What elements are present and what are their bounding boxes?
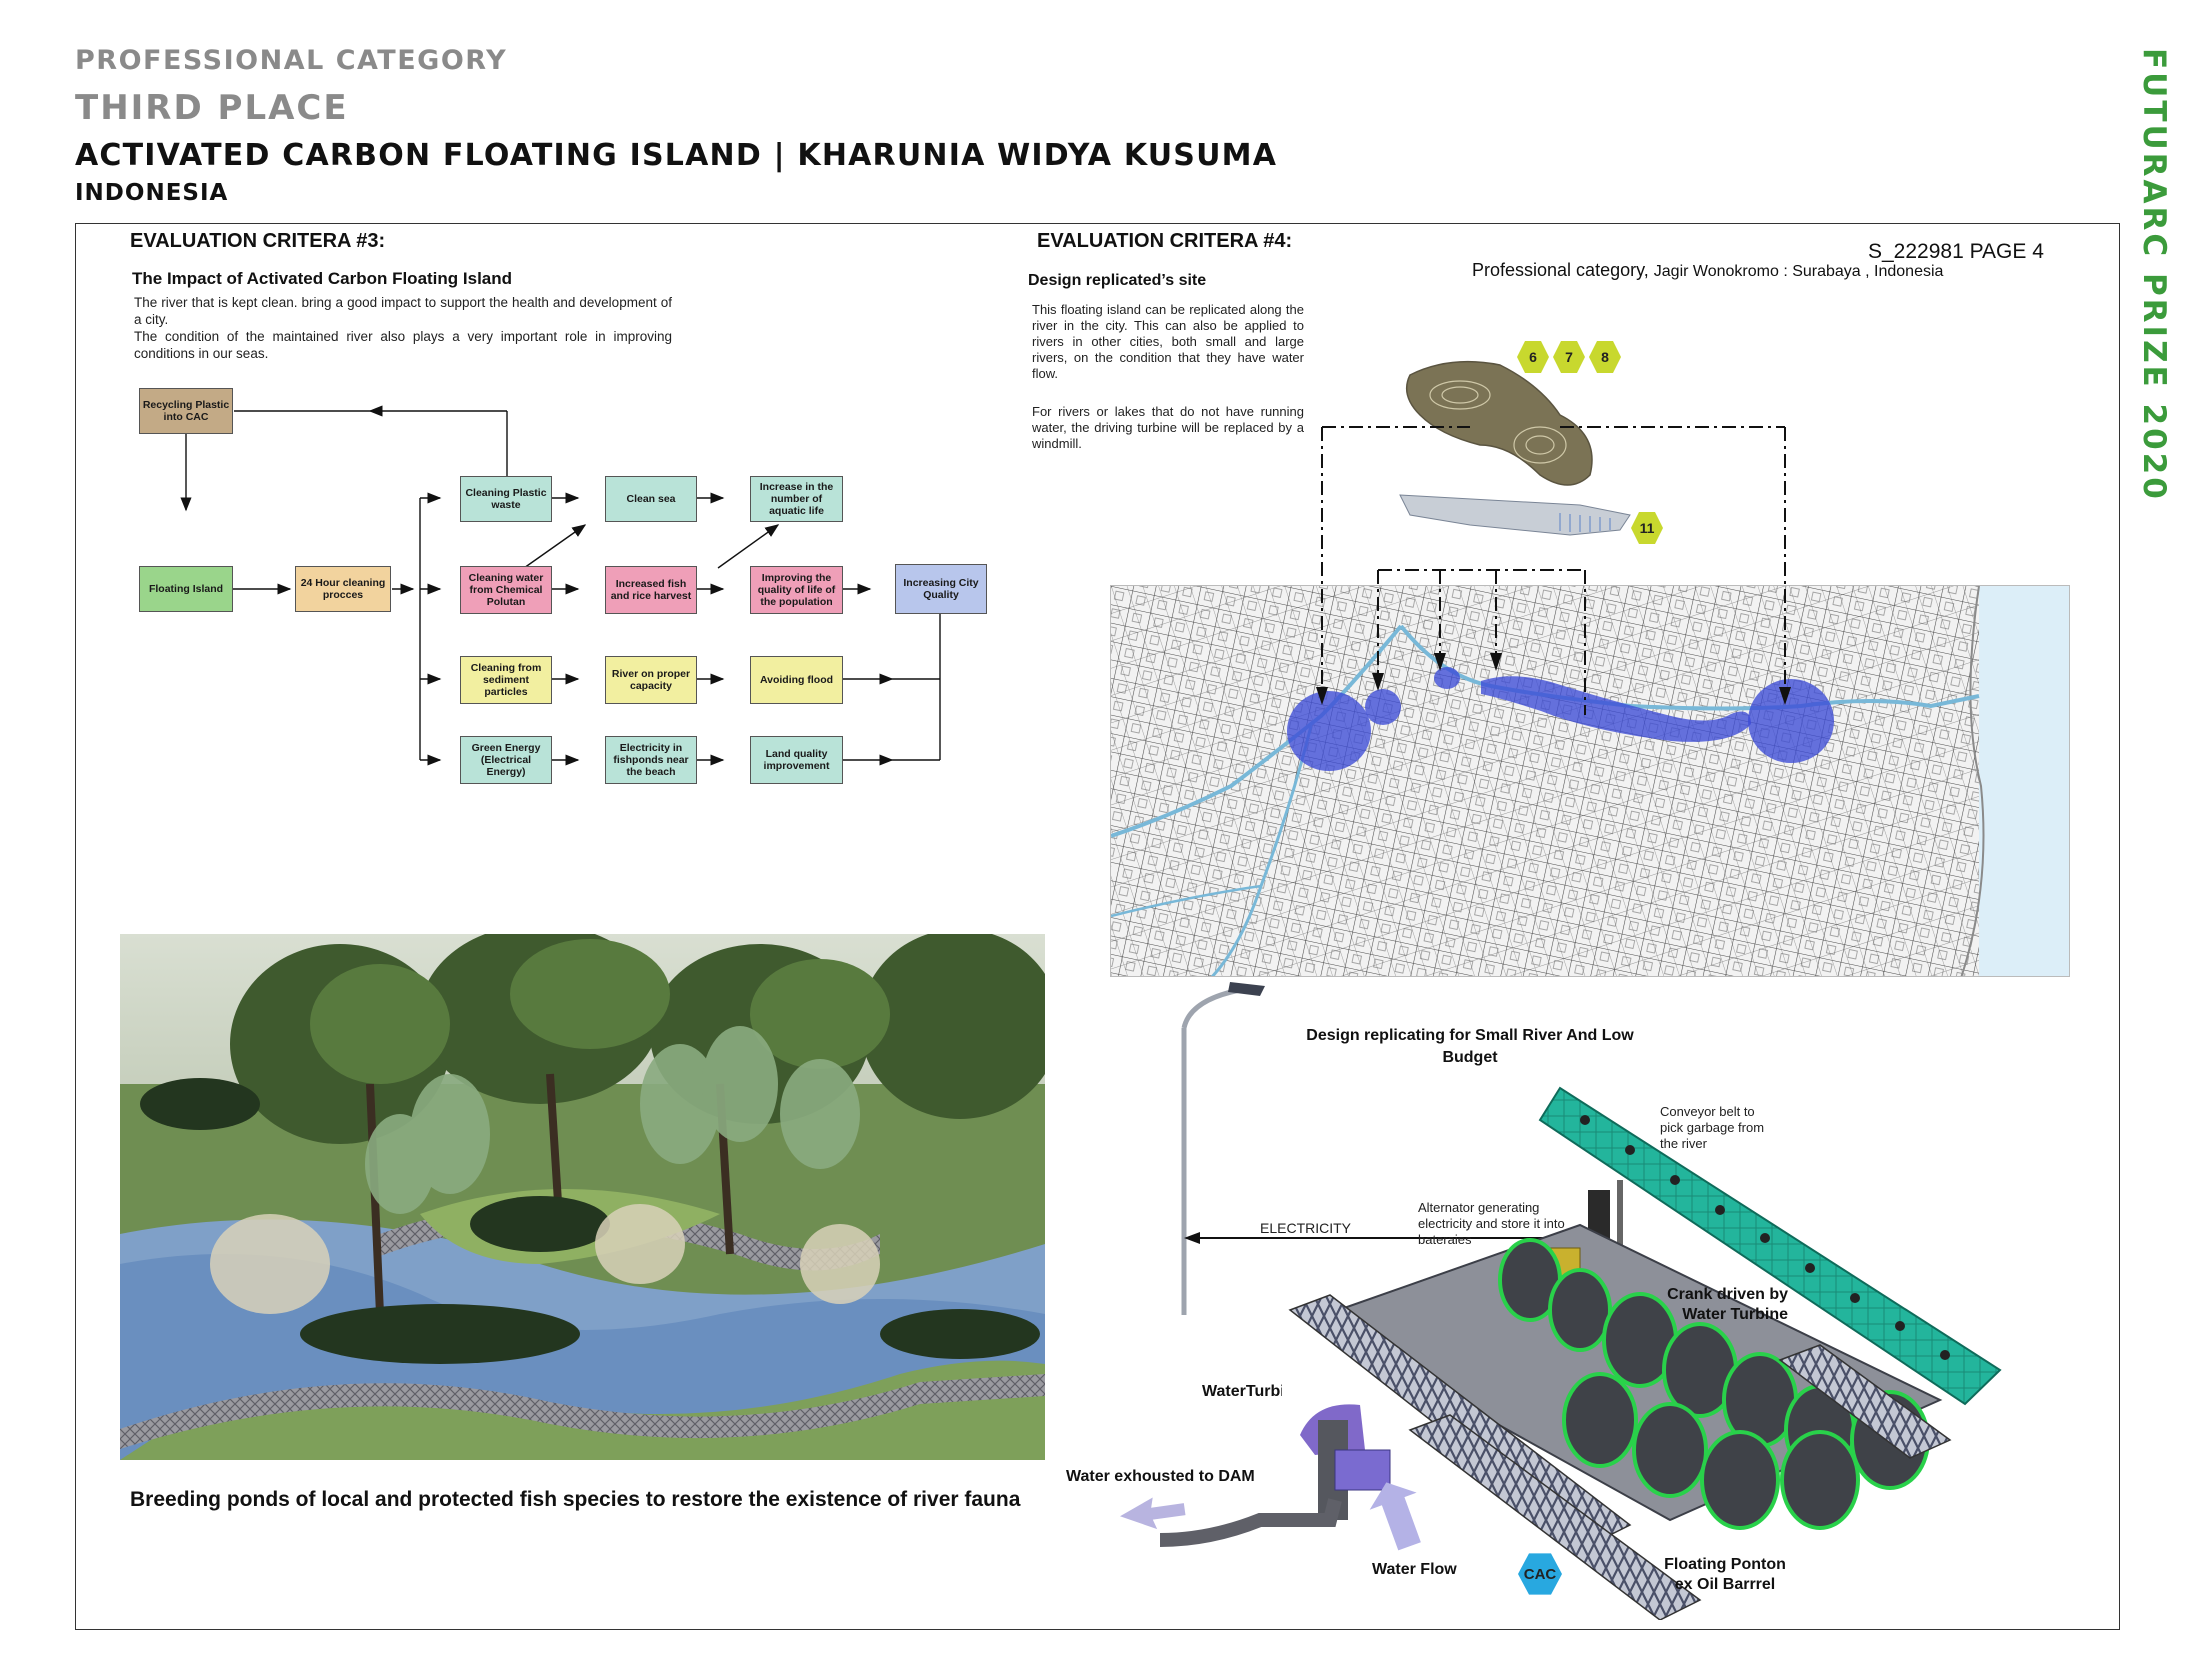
electricity-label: ELECTRICITY bbox=[1260, 1220, 1352, 1236]
marker-7: 7 bbox=[1553, 341, 1585, 373]
prize-label: FUTURARC PRIZE 2020 bbox=[2136, 48, 2172, 502]
water-exhausted-label: Water exhousted to DAM bbox=[1066, 1468, 1255, 1485]
page-id: S_222981 PAGE 4 bbox=[1868, 240, 2044, 263]
site-paragraph-2: For rivers or lakes that do not have run… bbox=[1032, 404, 1304, 451]
site-map bbox=[1110, 585, 2070, 977]
marker-11: 11 bbox=[1631, 512, 1663, 544]
flow-clean-sea: Clean sea bbox=[605, 476, 697, 522]
flow-cleaning-process: 24 Hour cleaning procces bbox=[295, 566, 391, 612]
island-sketches bbox=[1399, 360, 1631, 536]
criteria-3-heading: EVALUATION CRITERA #3: bbox=[130, 230, 386, 252]
flow-city-quality: Increasing City Quality bbox=[895, 564, 987, 614]
flow-recycling: Recycling Plastic into CAC bbox=[139, 388, 233, 434]
map-illustration bbox=[1111, 586, 2069, 976]
flow-aquatic-life: Increase in the number of aquatic life bbox=[750, 476, 843, 522]
conveyor-label: Conveyor belt to pick garbage from the r… bbox=[1660, 1104, 1765, 1151]
flow-fishponds: Electricity in fishponds near the beach bbox=[605, 736, 697, 784]
cac-marker: CAC bbox=[1518, 1553, 1562, 1595]
marker-8: 8 bbox=[1589, 341, 1621, 373]
category-label: PROFESSIONAL CATEGORY bbox=[75, 45, 508, 76]
water-flow-label: Water Flow bbox=[1372, 1561, 1457, 1578]
flow-cleaning-chemical: Cleaning water from Chemical Polutan bbox=[460, 566, 552, 614]
flow-fish-rice: Increased fish and rice harvest bbox=[605, 566, 697, 614]
alternator-label: Alternator generating electricity and st… bbox=[1418, 1200, 1565, 1247]
location-text: Jagir Wonokromo : Surabaya , Indonesia bbox=[1653, 263, 1944, 280]
professional-category-text: Professional category, bbox=[1472, 260, 1649, 280]
map-callout-lines bbox=[1316, 426, 1791, 715]
flowchart-connectors bbox=[180, 405, 941, 766]
place-label: THIRD PLACE bbox=[75, 88, 349, 128]
flow-flood: Avoiding flood bbox=[750, 656, 843, 704]
render-caption: Breeding ponds of local and protected fi… bbox=[130, 1488, 1021, 1511]
professional-location: Professional category, Jagir Wonokromo :… bbox=[1472, 260, 1943, 281]
board-frame bbox=[75, 223, 2120, 1630]
marker-6: 6 bbox=[1517, 341, 1549, 373]
prize-label-wrapper: FUTURARC PRIZE 2020 bbox=[2124, 48, 2184, 568]
country-label: INDONESIA bbox=[75, 180, 229, 206]
flow-floating-island: Floating Island bbox=[139, 566, 233, 612]
impact-paragraph-2: The condition of the maintained river al… bbox=[134, 329, 672, 361]
impact-flowchart: Recycling Plastic into CAC Floating Isla… bbox=[130, 380, 1010, 800]
impact-subheading: The Impact of Activated Carbon Floating … bbox=[132, 269, 513, 288]
flow-green-energy: Green Energy (Electrical Energy) bbox=[460, 736, 552, 784]
mechanism-illustration bbox=[1120, 982, 2002, 1620]
flow-capacity: River on proper capacity bbox=[605, 656, 697, 704]
render-illustration bbox=[120, 934, 1045, 1460]
site-subheading: Design replicated’s site bbox=[1028, 272, 1207, 289]
flow-cleaning-plastic: Cleaning Plastic waste bbox=[460, 476, 552, 522]
diagram-title: Design replicating for Small River And L… bbox=[1306, 1027, 1634, 1066]
flow-land-quality: Land quality improvement bbox=[750, 736, 843, 784]
ponton-label: Floating Ponton ex Oil Barrrel bbox=[1664, 1556, 1786, 1593]
crank-label: Crank driven by Water Turbine bbox=[1667, 1286, 1788, 1323]
breeding-ponds-render bbox=[120, 934, 1045, 1460]
flow-quality-life: Improving the quality of life of the pop… bbox=[750, 566, 843, 614]
flow-sediment: Cleaning from sediment particles bbox=[460, 656, 552, 704]
impact-paragraph-1: The river that is kept clean. bring a go… bbox=[134, 295, 672, 327]
site-paragraph-1: This floating island can be replicated a… bbox=[1032, 302, 1304, 381]
project-title: ACTIVATED CARBON FLOATING ISLAND | KHARU… bbox=[75, 138, 1278, 173]
criteria-4-heading: EVALUATION CRITERA #4: bbox=[1037, 230, 1293, 252]
